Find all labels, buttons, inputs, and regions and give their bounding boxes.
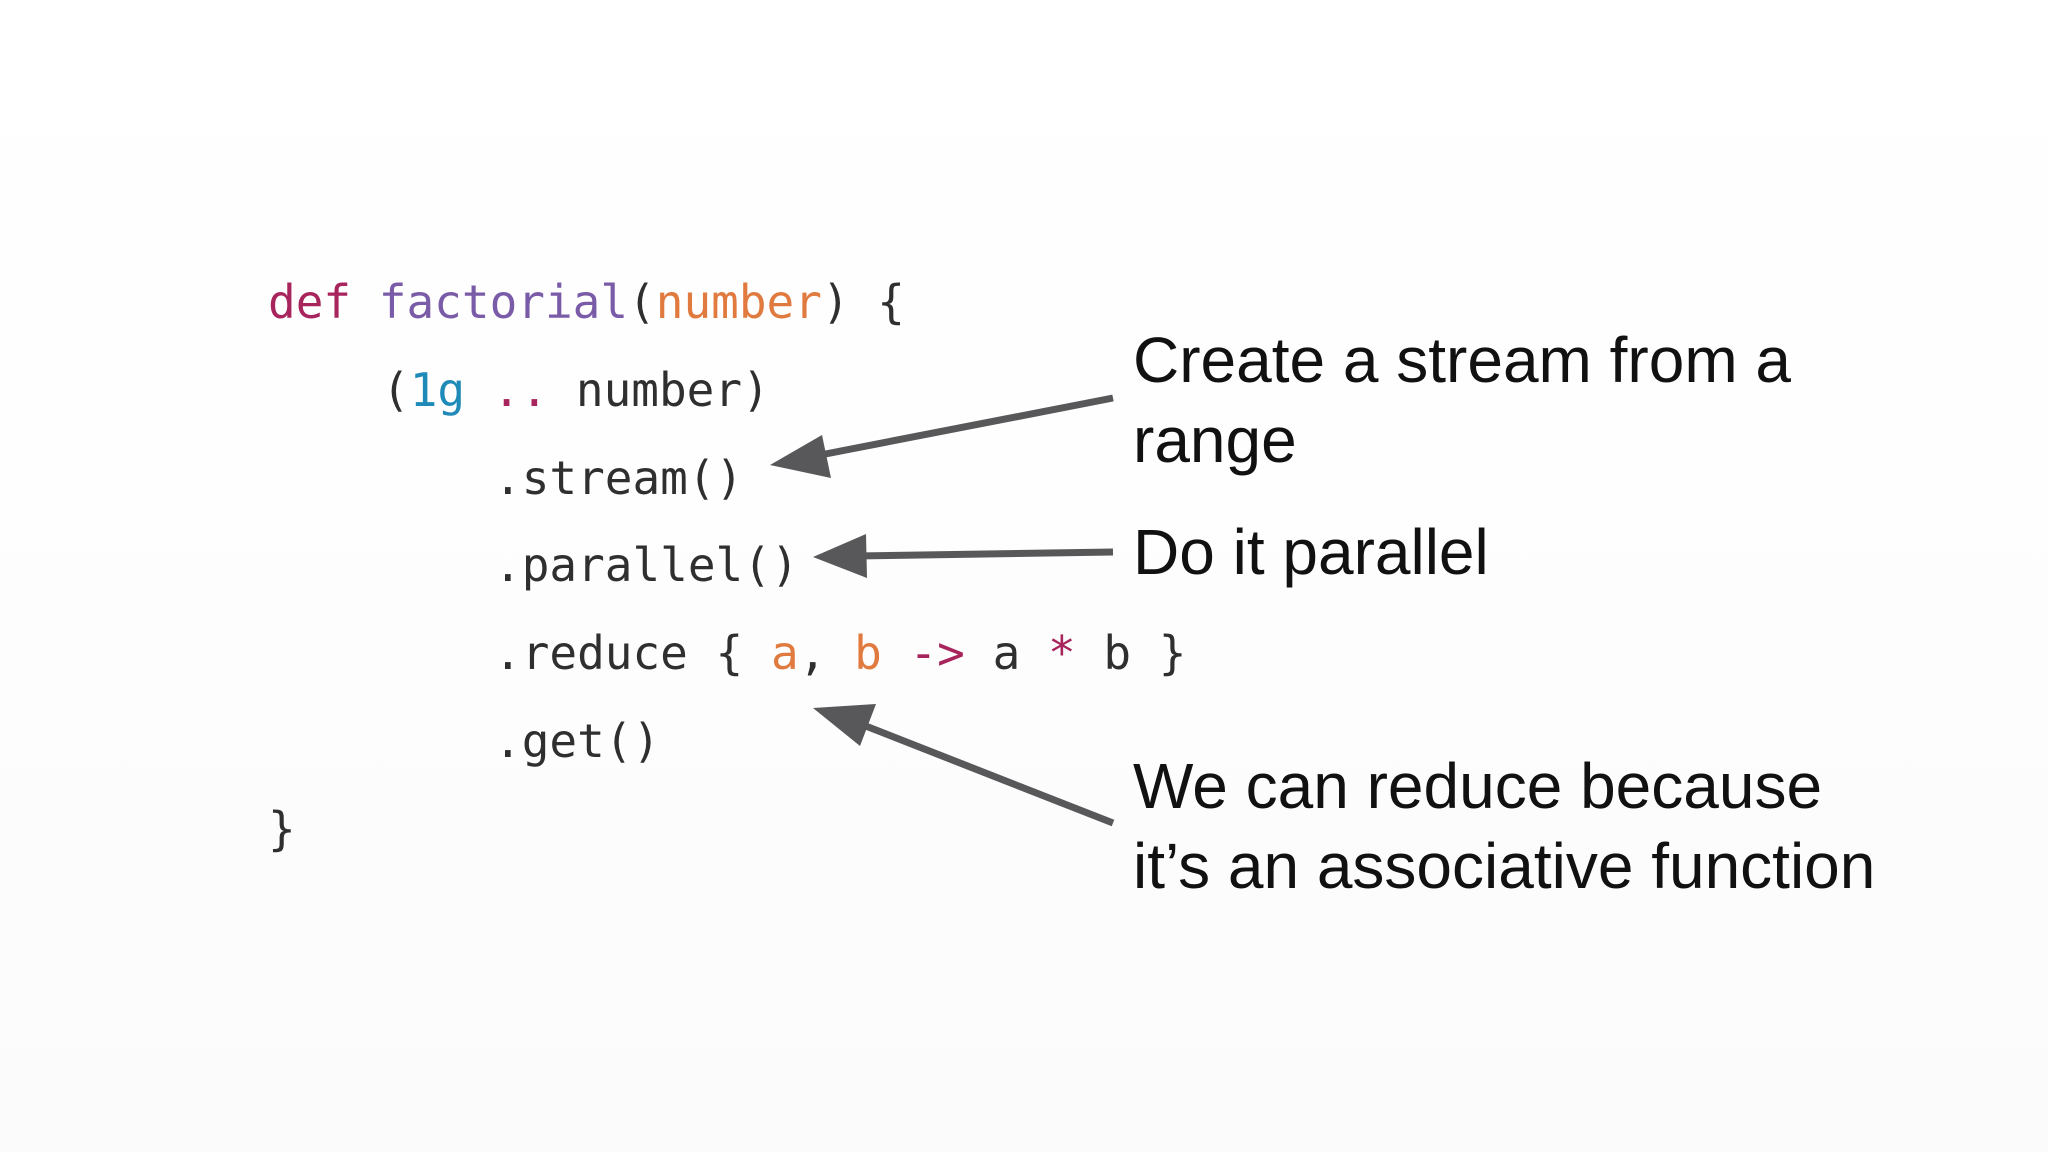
- code-line-get: .get(): [494, 714, 661, 768]
- arrow-stream: [770, 394, 1114, 478]
- reduce-start: .reduce {: [494, 626, 771, 680]
- paren-close-brace: ) {: [821, 275, 906, 329]
- parameter-number: number: [655, 275, 822, 329]
- code-line-parallel: .parallel(): [494, 538, 799, 592]
- closure-param-a: a: [770, 626, 799, 680]
- closure-multiply: *: [1047, 626, 1076, 680]
- annotation-stream-line1: Create a stream from a: [1133, 324, 1791, 396]
- paren-open: (: [628, 275, 656, 329]
- annotation-reduce: We can reduce because it’s an associativ…: [1133, 746, 1875, 906]
- range-operator: ..: [492, 363, 549, 417]
- arrow-parallel: [813, 534, 1114, 578]
- annotation-stream: Create a stream from a range: [1133, 320, 1791, 480]
- code-line-range: (1g .. number): [382, 360, 770, 420]
- annotation-parallel: Do it parallel: [1133, 516, 1489, 588]
- closure-close: }: [1158, 626, 1187, 680]
- closure-b: b: [1103, 626, 1132, 680]
- arrow-reduce: [813, 704, 1115, 827]
- code-line-reduce: .reduce { a, b -> a * b }: [494, 623, 1186, 683]
- closure-a: a: [992, 626, 1021, 680]
- closure-param-b: b: [854, 626, 882, 680]
- annotation-reduce-line1: We can reduce because: [1133, 750, 1823, 822]
- range-start: 1g: [409, 363, 466, 417]
- function-name: factorial: [378, 275, 629, 329]
- range-open: (: [382, 363, 410, 417]
- closure-arrow: ->: [909, 626, 965, 680]
- keyword-def: def: [268, 275, 352, 329]
- code-line-stream: .stream(): [494, 451, 744, 505]
- annotation-reduce-line2: it’s an associative function: [1133, 830, 1876, 902]
- code-line-close: }: [268, 802, 296, 856]
- code-line-def: def factorial(number) {: [268, 272, 905, 332]
- closure-comma: ,: [798, 626, 827, 680]
- range-end: number): [575, 363, 770, 417]
- annotation-stream-line2: range: [1133, 404, 1297, 476]
